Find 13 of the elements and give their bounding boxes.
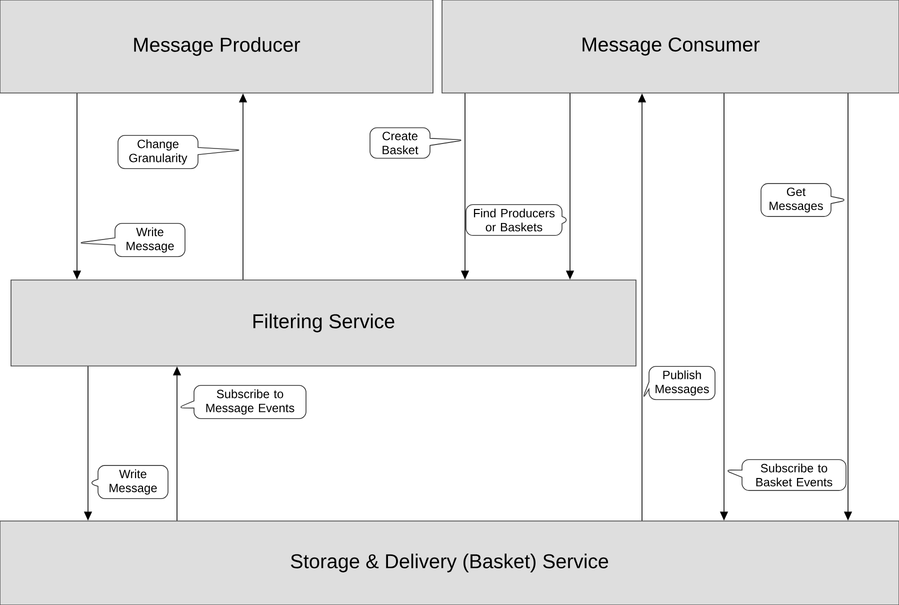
callout-bubble: Subscribe to Message Events [180,385,306,419]
callout-bubble: Find Producers or Baskets [466,204,567,236]
callout-bubble: Get Messages [760,183,844,217]
callout-bubble: Write Message [91,465,168,499]
service-box: Message Consumer [442,0,899,94]
callout-bubble: Create Basket [370,127,462,159]
service-box: Message Producer [0,0,434,94]
callout-bubble: Subscribe to Basket Events [728,459,846,491]
callout-bubble: Write Message [80,223,186,257]
service-box: Filtering Service [10,280,636,366]
service-box: Storage & Delivery (Basket) Service [0,520,899,605]
callout-bubble: Change Granularity [118,135,240,169]
callout-bubble: Publish Messages [643,366,716,400]
